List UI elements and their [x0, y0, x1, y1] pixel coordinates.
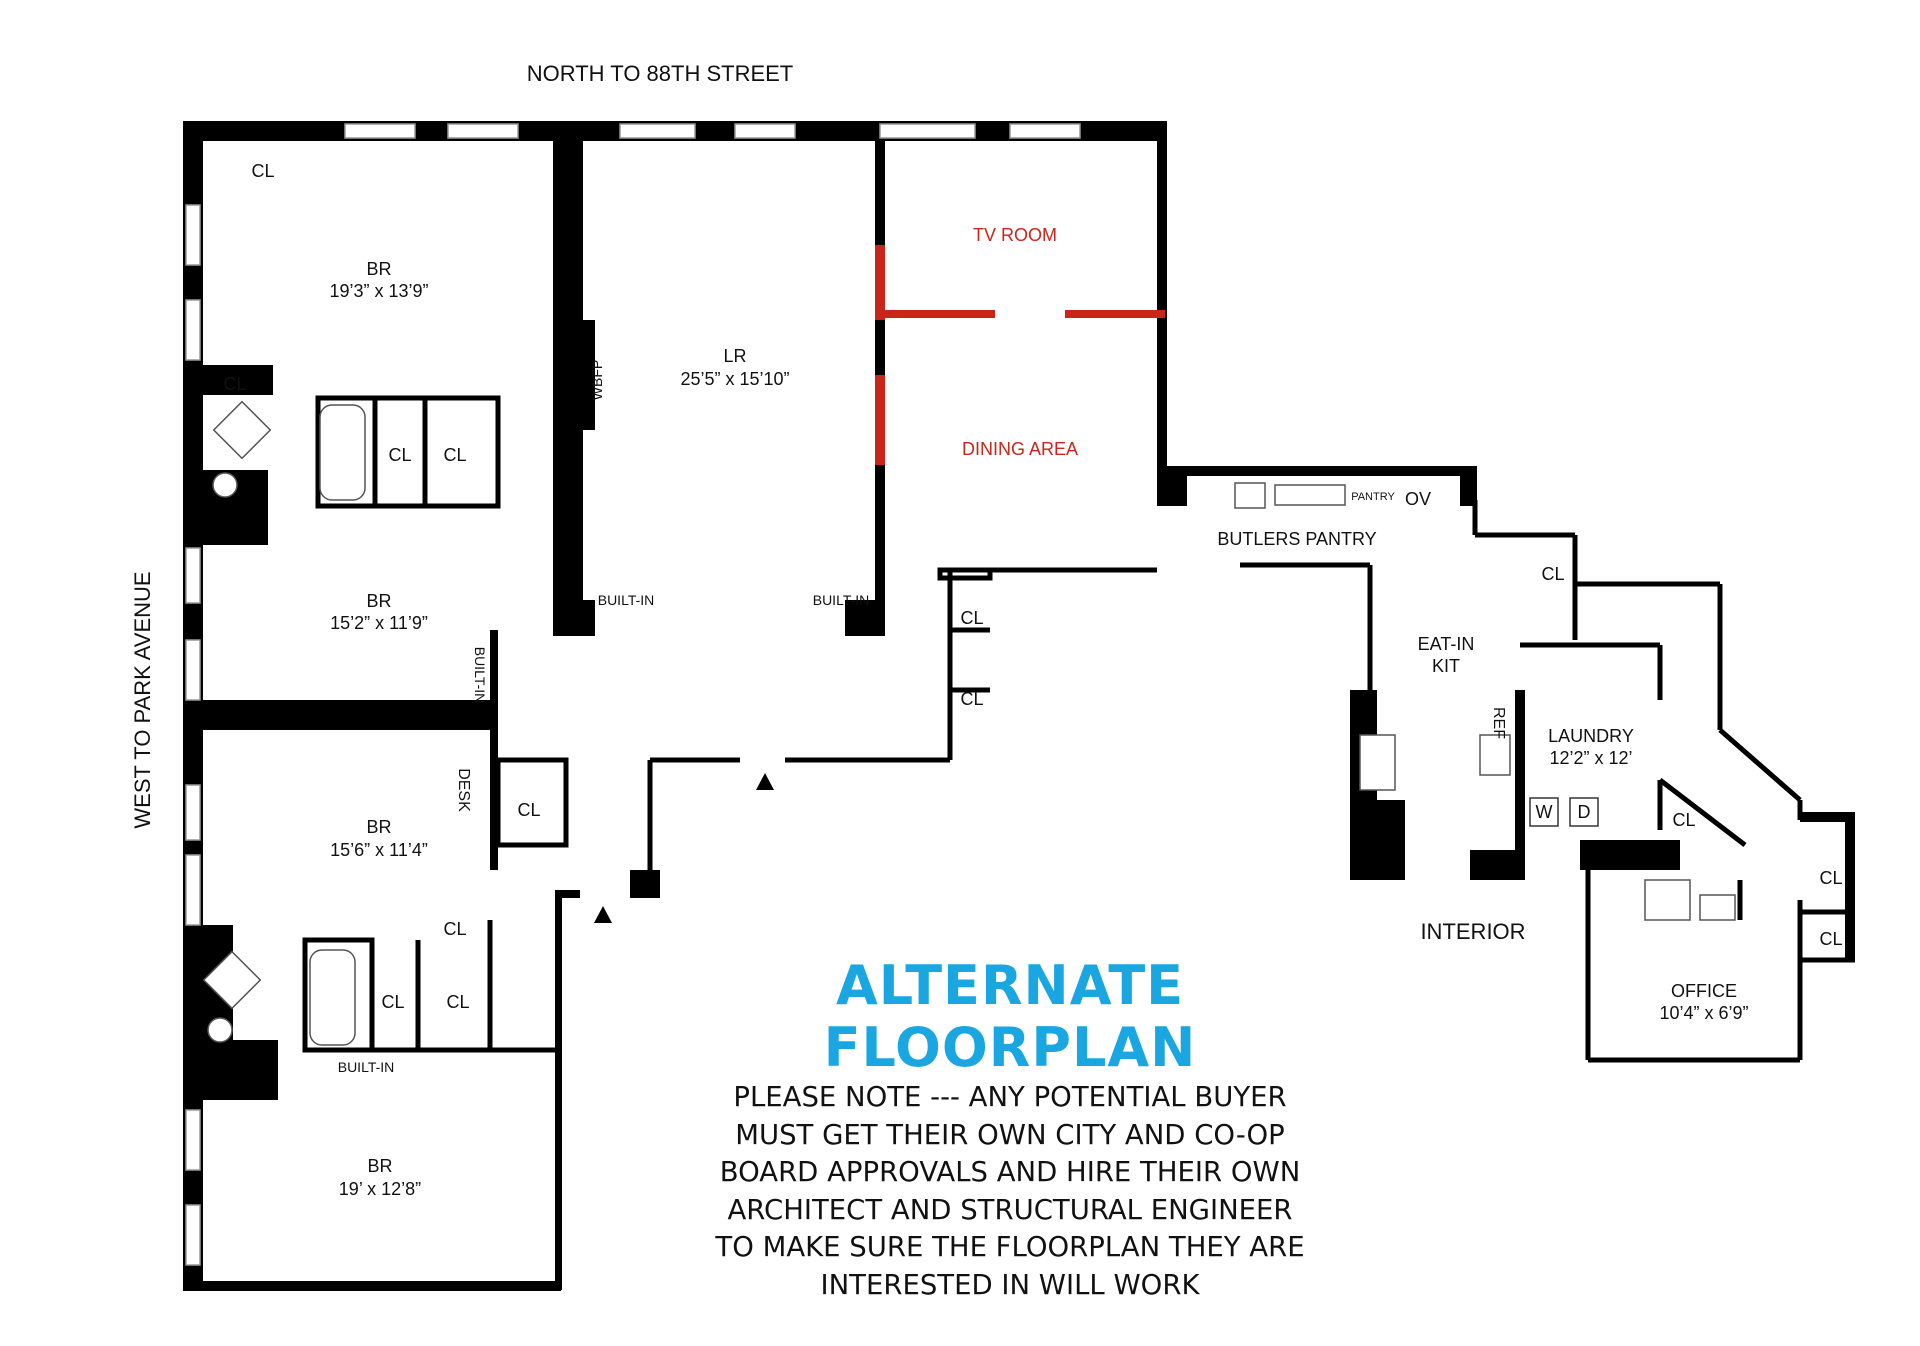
cl-label: CL: [388, 445, 411, 465]
ov-label: OV: [1405, 489, 1431, 509]
interior-heading: INTERIOR: [1420, 919, 1525, 944]
built-in-label: BUILT-IN: [598, 592, 655, 608]
wbfp-label: WBFP: [589, 360, 605, 400]
room-name: DINING AREA: [962, 439, 1078, 459]
cl-label: CL: [960, 689, 983, 709]
room-dims: 19’3” x 13’9”: [329, 281, 428, 301]
room-name: BR: [367, 1156, 392, 1176]
note-line: PLEASE NOTE --- ANY POTENTIAL BUYER: [733, 1081, 1287, 1113]
sink-icon: [1699, 894, 1736, 921]
room-dims: 10’4” x 6’9”: [1659, 1003, 1748, 1023]
fixtures: [202, 400, 1736, 1046]
note-title: ALTERNATE FLOORPLAN: [823, 954, 1197, 1079]
toilet-icon: [207, 1017, 233, 1043]
east-wing-walls: [1157, 466, 1855, 1063]
cl-label: CL: [960, 608, 983, 628]
west-windows: [185, 204, 201, 1266]
cl-label: CL: [251, 161, 274, 181]
sink-icon: [1479, 734, 1511, 776]
toilet-icon: [1644, 879, 1691, 921]
entry-arrows: [594, 773, 774, 923]
room-dims: 15’2” x 11’9”: [330, 613, 428, 633]
room-name: KIT: [1432, 656, 1460, 676]
built-in-label: BUILT-IN: [338, 1059, 395, 1075]
cl-label: CL: [223, 374, 246, 394]
cl-label: CL: [1541, 564, 1564, 584]
room-dims: 19’ x 12’8”: [339, 1179, 421, 1199]
cl-label: CL: [443, 919, 466, 939]
cl-label: CL: [517, 800, 540, 820]
room-name: LAUNDRY: [1548, 726, 1634, 746]
room-name: EAT-IN: [1418, 634, 1475, 654]
note-line: BOARD APPROVALS AND HIRE THEIR OWN: [719, 1156, 1301, 1188]
room-name: BR: [366, 259, 391, 279]
entry-arrow-icon: [594, 906, 612, 923]
room-dims: 15’6” x 11’4”: [330, 840, 428, 860]
note-line: INTERESTED IN WILL WORK: [820, 1268, 1200, 1301]
bathtub-icon: [319, 404, 366, 501]
sink-icon: [212, 400, 272, 460]
note-line: ARCHITECT AND STRUCTURAL ENGINEER: [727, 1193, 1293, 1226]
cl-label: CL: [1672, 810, 1695, 830]
cl-label: CL: [1819, 868, 1842, 888]
north-windows: [344, 123, 1081, 139]
pantry-label: PANTRY: [1351, 491, 1395, 503]
alternate-floorplan-note: ALTERNATE FLOORPLAN PLEASE NOTE --- ANY …: [650, 955, 1370, 1304]
toilet-icon: [212, 472, 238, 498]
cl-label: CL: [446, 992, 469, 1012]
room-name: OFFICE: [1671, 981, 1737, 1001]
room-dims: 25’5” x 15’10”: [680, 369, 789, 389]
note-line: MUST GET THEIR OWN CITY AND CO-OP: [735, 1118, 1285, 1151]
sink-icon: [202, 950, 262, 1010]
stove-icon: [1359, 734, 1396, 791]
note-line: TO MAKE SURE THE FLOORPLAN THEY ARE: [715, 1231, 1305, 1263]
central-walls: [565, 141, 1165, 898]
interior-walls-west: [203, 121, 595, 1100]
sink-icon: [1234, 482, 1266, 509]
room-name: BR: [366, 591, 391, 611]
dryer-label: D: [1578, 802, 1591, 822]
room-dims: 12’2” x 12’: [1549, 748, 1632, 768]
labels: NORTH TO 88TH STREET WEST TO PARK AVENUE…: [130, 61, 1843, 1199]
room-name: BUTLERS PANTRY: [1217, 529, 1376, 549]
room-name: TV ROOM: [973, 225, 1057, 245]
built-in-label: BUILT-IN: [813, 592, 870, 608]
desk-label: DESK: [455, 768, 472, 812]
bathtub-icon: [309, 949, 356, 1046]
room-name: LR: [723, 346, 746, 366]
west-heading: WEST TO PARK AVENUE: [130, 571, 155, 828]
cl-label: CL: [443, 445, 466, 465]
cl-label: CL: [381, 992, 404, 1012]
room-name: BR: [366, 817, 391, 837]
entry-arrow-icon: [756, 773, 774, 790]
built-in-label: BUILT-IN: [472, 647, 488, 704]
ref-label: REF: [1490, 707, 1507, 739]
washer-label: W: [1536, 802, 1553, 822]
north-heading: NORTH TO 88TH STREET: [527, 61, 794, 86]
counter-icon: [1274, 484, 1346, 506]
cl-label: CL: [1819, 929, 1842, 949]
